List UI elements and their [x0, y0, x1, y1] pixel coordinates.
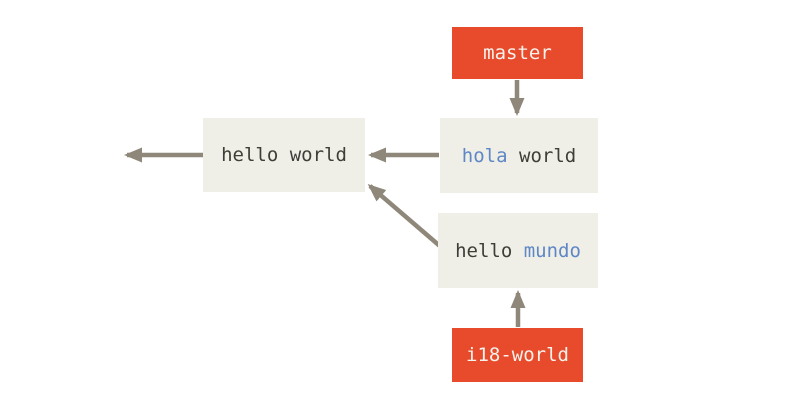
commit-hello-world: hello world	[203, 118, 365, 192]
branch-label-master-text: master	[483, 42, 552, 64]
branch-label-i18-world: i18-world	[452, 328, 583, 382]
commit-text-token: hello	[455, 239, 513, 262]
commit-hola-world: hola world	[440, 118, 598, 193]
commit-hello-mundo: hello mundo	[438, 213, 598, 288]
commit-text-token: hello world	[221, 144, 347, 166]
branch-label-i18-world-text: i18-world	[466, 344, 569, 366]
commit-text-token: hola	[461, 144, 508, 167]
branch-label-master: master	[452, 27, 583, 79]
commit-text-token: world	[507, 144, 577, 167]
commit-text-token: mundo	[512, 239, 581, 262]
mundo-to-hello-arrow	[367, 184, 443, 249]
